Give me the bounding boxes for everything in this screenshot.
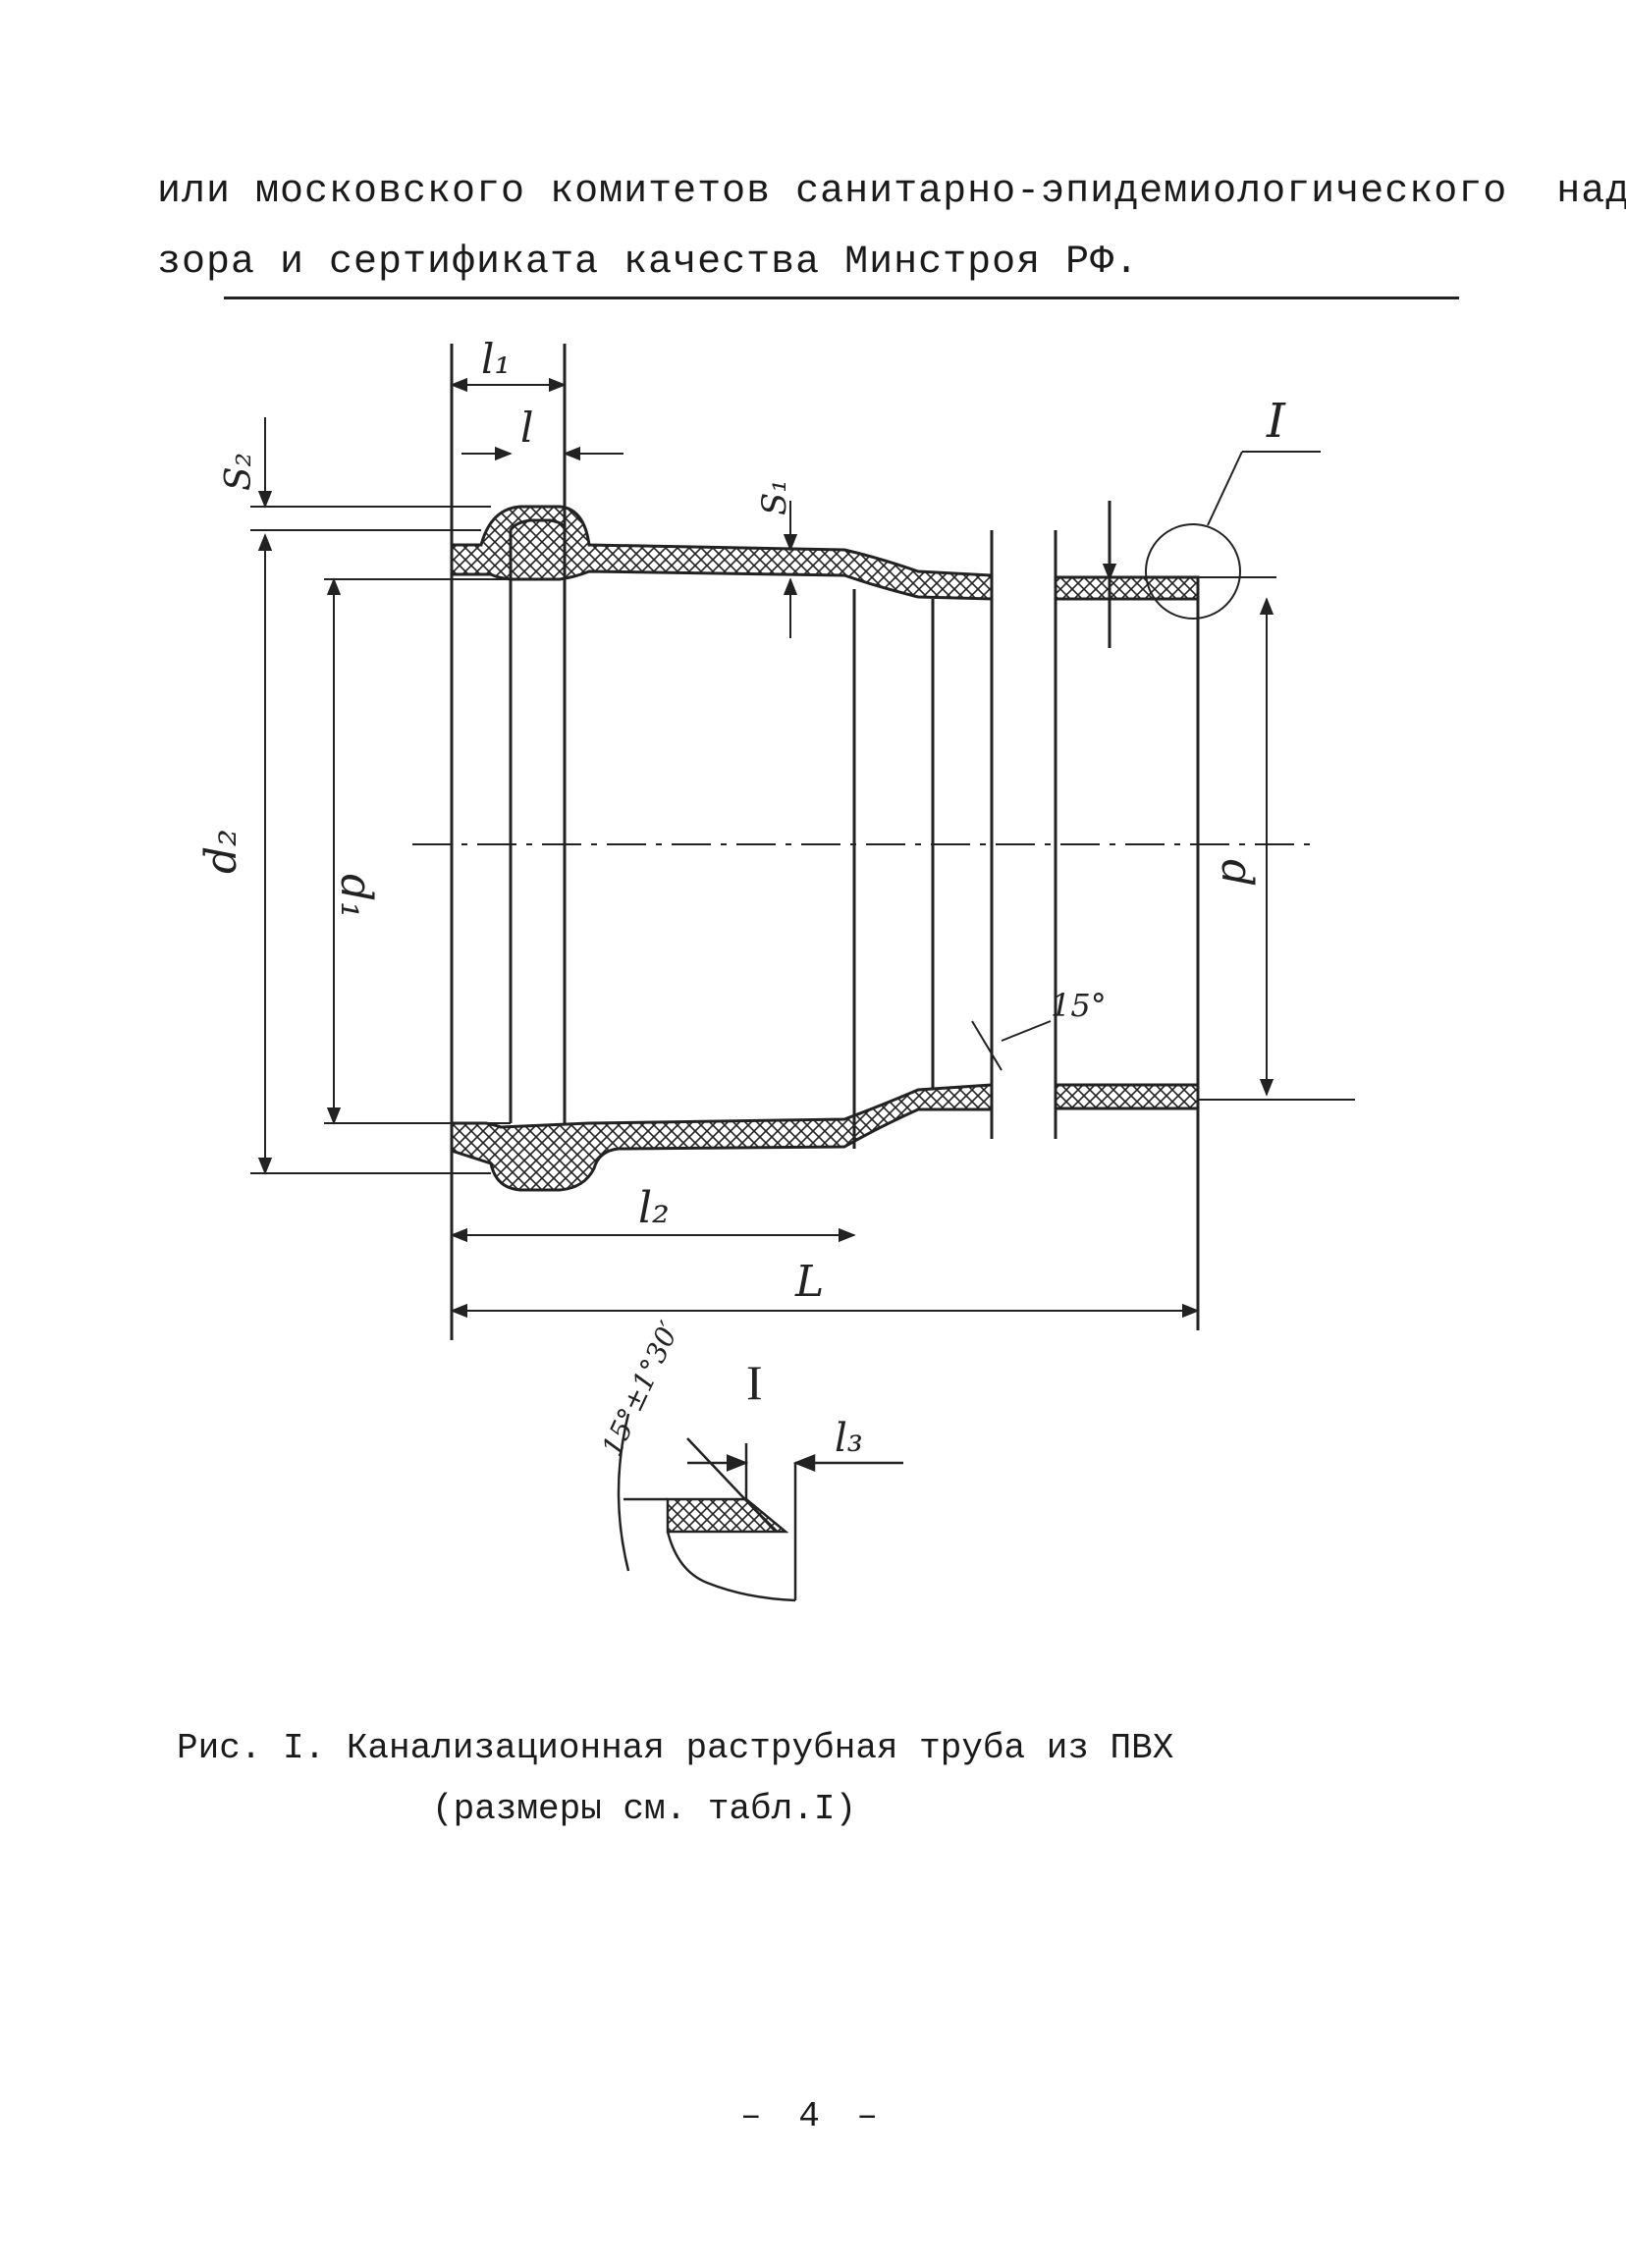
label-d: d <box>1212 859 1262 887</box>
pipe-end-bottom <box>1054 1083 1200 1110</box>
label-l1: l₁ <box>481 335 511 383</box>
caption-line-1: Рис. I. Канализационная раструбная труба… <box>177 1728 1174 1768</box>
label-detail-angle: 15°±1°30′ <box>595 1316 685 1461</box>
label-l3: l₃ <box>835 1416 863 1461</box>
pipe-end-top <box>1054 575 1200 601</box>
label-angle-15: 15° <box>1051 987 1107 1024</box>
caption-line-2: (размеры см. табл.I) <box>432 1789 857 1829</box>
detail-view <box>617 1413 903 1602</box>
label-l2: l₂ <box>638 1183 670 1233</box>
horizontal-rule <box>224 297 1459 299</box>
label-detail-mark: I <box>1266 394 1286 449</box>
drawing-labels: l₁ l S₂ S₁ I d₂ d₁ d 15° l₂ L I 15°±1°30… <box>196 335 1286 1461</box>
pipe-bottom-wall <box>450 1083 994 1192</box>
label-d2: d₂ <box>196 829 246 874</box>
label-l: l <box>520 404 533 452</box>
label-d1: d₁ <box>331 874 381 919</box>
label-s2: S₂ <box>219 453 259 491</box>
intro-line-2: зора и сертификата качества Минстроя РФ. <box>157 241 1140 285</box>
label-detail-title: I <box>746 1355 763 1410</box>
figure-caption: Рис. I. Канализационная раструбная труба… <box>177 1718 1173 1840</box>
label-L: L <box>794 1257 824 1307</box>
page-number: – 4 – <box>739 2096 887 2136</box>
label-s1: S₁ <box>755 479 794 515</box>
